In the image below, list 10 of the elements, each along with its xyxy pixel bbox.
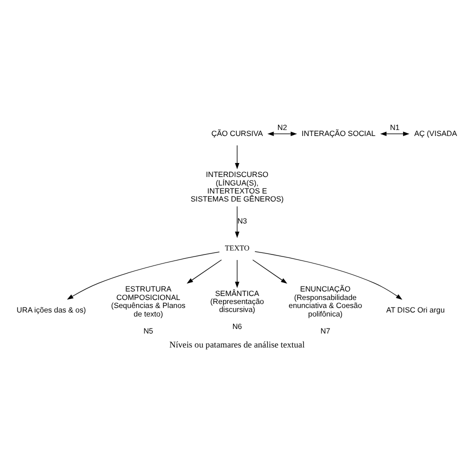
arrow [267, 131, 297, 136]
arrow [380, 131, 410, 136]
caption: Níveis ou patamares de análise textual [169, 339, 305, 350]
arrow [252, 259, 288, 284]
arrow [234, 206, 240, 238]
arrow [234, 144, 240, 169]
arrow [66, 251, 220, 300]
arrow [254, 250, 402, 300]
arrow [186, 259, 222, 284]
arrow [234, 259, 240, 288]
